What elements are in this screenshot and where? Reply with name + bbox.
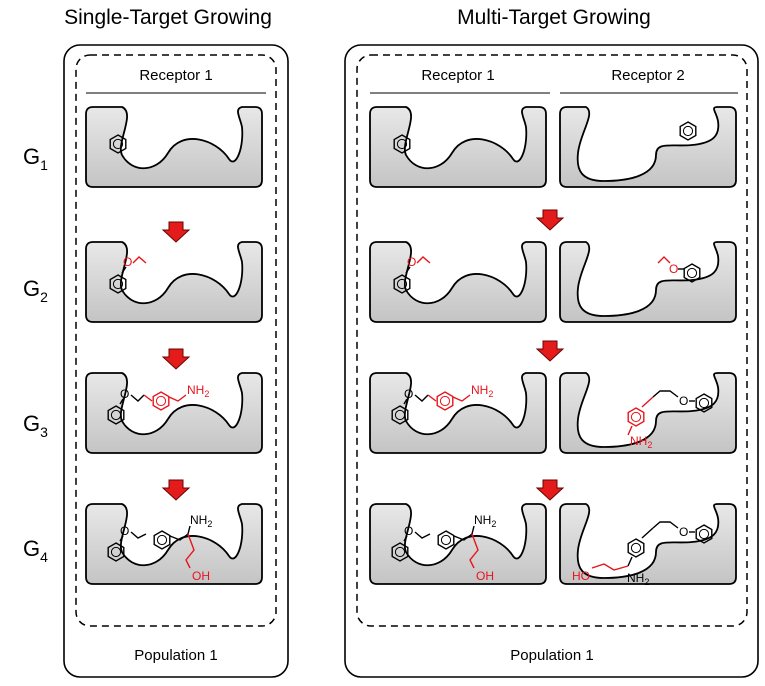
multi-r2-pocket-g4: O NH2 HO: [559, 503, 737, 587]
down-arrow-icon: [162, 221, 190, 243]
down-arrow-icon: [162, 348, 190, 370]
oxygen-atom-label: O: [404, 524, 413, 538]
multi-receptor-2-label: Receptor 2: [611, 67, 684, 84]
oxygen-atom-label: O: [404, 387, 413, 401]
multi-r2-pocket-g1: [559, 106, 737, 188]
generation-label-g1: G1: [23, 144, 48, 173]
down-arrow-icon: [536, 340, 564, 362]
single-target-frame: [63, 44, 289, 678]
multi-target-frame: [344, 44, 759, 678]
multi-r2-pocket-g3: O NH2: [559, 372, 737, 454]
multi-r1-pocket-g4: O NH2 OH: [369, 503, 547, 585]
hydroxyl-label: OH: [476, 569, 494, 583]
amine-label: NH2: [627, 571, 649, 587]
single-pocket-g1: [85, 106, 263, 188]
multi-receptor-1-label: Receptor 1: [421, 67, 494, 84]
multi-target-population-border: [356, 54, 748, 627]
single-pocket-g2: O: [85, 241, 263, 323]
benzene-icon: [153, 530, 171, 550]
oxygen-atom-label: O: [669, 262, 678, 276]
single-population-label: Population 1: [134, 647, 217, 664]
oxygen-atom-label: O: [120, 524, 129, 538]
single-pocket-g3: O NH2: [85, 372, 263, 454]
oxygen-atom-label: O: [679, 525, 688, 539]
single-receptor-1-label: Receptor 1: [139, 67, 212, 84]
multi-r1-pocket-g2: O: [369, 241, 547, 323]
oxygen-atom-label: O: [679, 394, 688, 408]
single-target-panel: Receptor 1 O O NH2: [63, 44, 289, 678]
multi-target-title: Multi-Target Growing: [457, 6, 651, 29]
generation-label-g3: G3: [23, 411, 48, 440]
multi-r2-pocket-g2: O: [559, 241, 737, 323]
multi-target-panel: Receptor 1 Receptor 2 O O: [344, 44, 759, 678]
single-target-population-border: [75, 54, 277, 627]
amine-label: NH2: [190, 513, 212, 529]
single-pocket-g4: O NH2 OH: [85, 503, 263, 585]
amine-label: NH2: [471, 383, 493, 399]
multi-r1-pocket-g3: O NH2: [369, 372, 547, 454]
amine-label: NH2: [474, 513, 496, 529]
generation-label-g4: G4: [23, 536, 48, 565]
benzene-icon: [627, 538, 645, 558]
down-arrow-icon: [162, 479, 190, 501]
multi-population-label: Population 1: [510, 647, 593, 664]
down-arrow-icon: [536, 209, 564, 231]
down-arrow-icon: [536, 479, 564, 501]
multi-r1-pocket-g1: [369, 106, 547, 188]
benzene-icon: [437, 530, 455, 550]
hydroxyl-label: HO: [572, 569, 590, 583]
single-target-title: Single-Target Growing: [64, 6, 272, 29]
oxygen-atom-label: O: [123, 255, 132, 269]
hydroxyl-label: OH: [192, 569, 210, 583]
amine-label: NH2: [630, 434, 652, 450]
oxygen-atom-label: O: [407, 255, 416, 269]
benzene-icon: [679, 121, 697, 141]
generation-labels: G1 G2 G3 G4: [23, 144, 48, 565]
generation-label-g2: G2: [23, 276, 48, 305]
amine-label: NH2: [187, 383, 209, 399]
oxygen-atom-label: O: [120, 387, 129, 401]
